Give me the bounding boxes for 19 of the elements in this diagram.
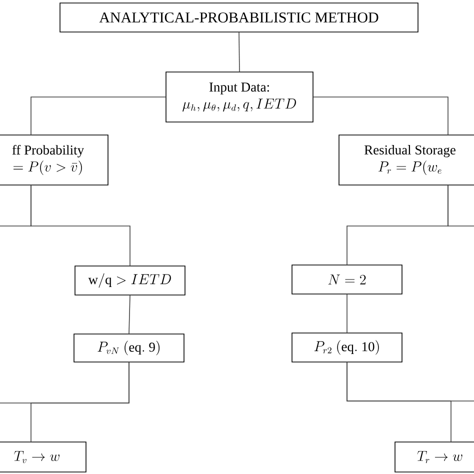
- result-box: $T_r \rightarrow w$: [394, 442, 474, 472]
- condition-box: $\mathrm{w/q} > IETD$: [74, 266, 186, 296]
- input-box: Input Data: $\mu_h, \mu_\theta, \mu_d, q, IETD$: [166, 72, 314, 122]
- connector-line: [30, 96, 166, 135]
- connector-line: [313, 96, 448, 135]
- connector-line: [346, 294, 348, 333]
- process-box: ff Probability $= P(v > \bar{v})$: [0, 134, 108, 186]
- connector-line: [0, 185, 32, 226]
- connector-line: [448, 185, 474, 226]
- condition-box: $N = 2$: [292, 264, 402, 294]
- connector-line: [0, 362, 130, 404]
- process-box: Residual Storage $P_r = P(w_e$: [338, 134, 474, 186]
- connector-line: [346, 362, 474, 402]
- process-box: $P_{r2}\ \mathrm{(eq.\ 10)}$: [292, 332, 402, 362]
- connector-line: [238, 32, 240, 72]
- process-box: $P_{vN}\ \mathrm{(eq.\ 9)}$: [74, 334, 184, 362]
- result-box: $T_v \rightarrow w$: [0, 442, 86, 472]
- connector-line: [128, 295, 130, 334]
- title-box: ANALYTICAL-PROBABILISTIC METHOD: [60, 2, 418, 32]
